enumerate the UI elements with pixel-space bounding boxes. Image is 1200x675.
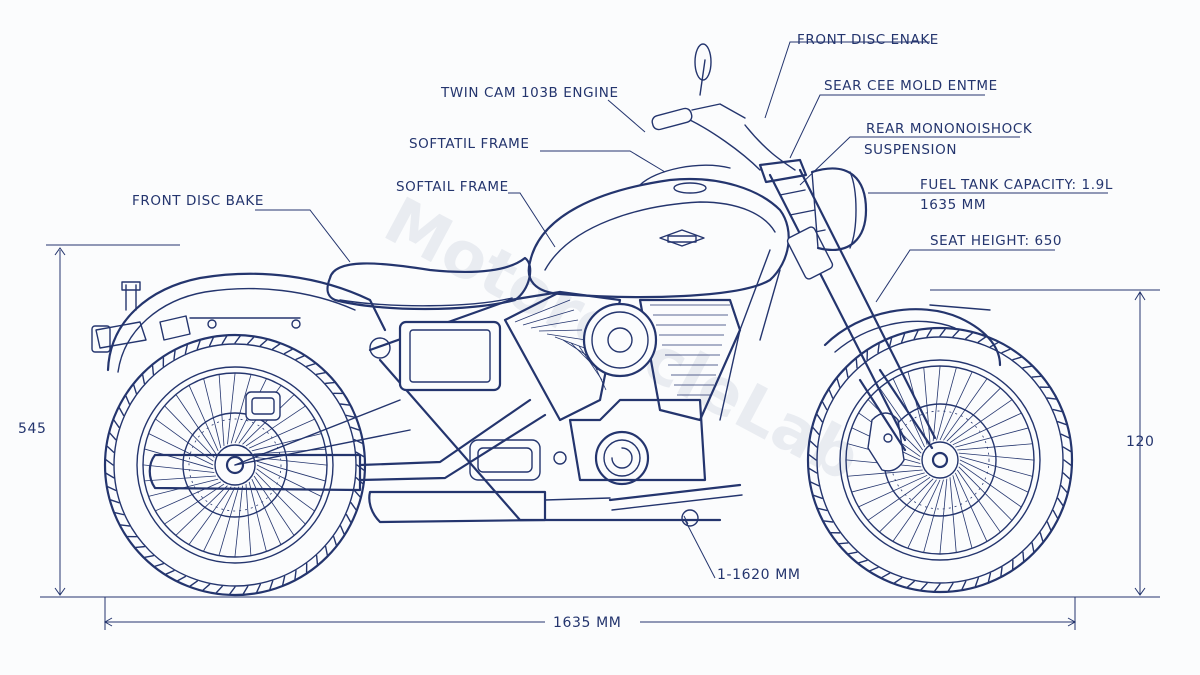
label-front-disc-enake: FRONT DISC ENAKE: [797, 32, 939, 48]
dimension-labels: 545 120 1-1620 MM 1635 MM: [18, 421, 1155, 631]
leader-lines: [255, 41, 1108, 303]
label-front-disc-bake: FRONT DISC BAKE: [132, 193, 264, 209]
footpeg: [608, 483, 743, 527]
engine: [469, 290, 742, 486]
label-twin-cam-engine: TWIN CAM 103B ENGINE: [440, 85, 619, 101]
label-softail-frame: SOFTAIL FRAME: [396, 179, 509, 195]
exhaust: [148, 398, 611, 524]
dimension-lines: [40, 244, 1160, 630]
fuel-tank: [527, 164, 790, 299]
side-cover: [398, 320, 502, 392]
front-forks: [651, 43, 937, 452]
label-seat-height: SEAT HEIGHT: 650: [930, 233, 1062, 249]
headlight: [810, 167, 868, 251]
callout-labels: FRONT DISC ENAKE TWIN CAM 103B ENGINE SE…: [132, 32, 1113, 249]
dimension-right-height: 120: [1126, 434, 1155, 450]
dimension-left-height: 545: [18, 421, 47, 437]
rear-fender: [91, 272, 387, 373]
label-sear-cee: SEAR CEE MOLD ENTME: [824, 78, 998, 94]
seat: [326, 256, 532, 311]
front-fender: [823, 304, 1002, 367]
label-fuel-tank-capacity: FUEL TANK CAPACITY: 1.9L: [920, 177, 1113, 193]
label-rear-monoshock: REAR MONONOISHOCK: [866, 121, 1033, 137]
dimension-overall-length: 1635 MM: [553, 615, 621, 631]
label-suspension: SUSPENSION: [864, 142, 957, 158]
dimension-wheelbase: 1-1620 MM: [717, 567, 801, 583]
label-softatil-frame: SOFTATIL FRAME: [409, 136, 530, 152]
label-fuel-tank-length: 1635 MM: [920, 197, 986, 213]
front-wheel: [806, 326, 1074, 594]
